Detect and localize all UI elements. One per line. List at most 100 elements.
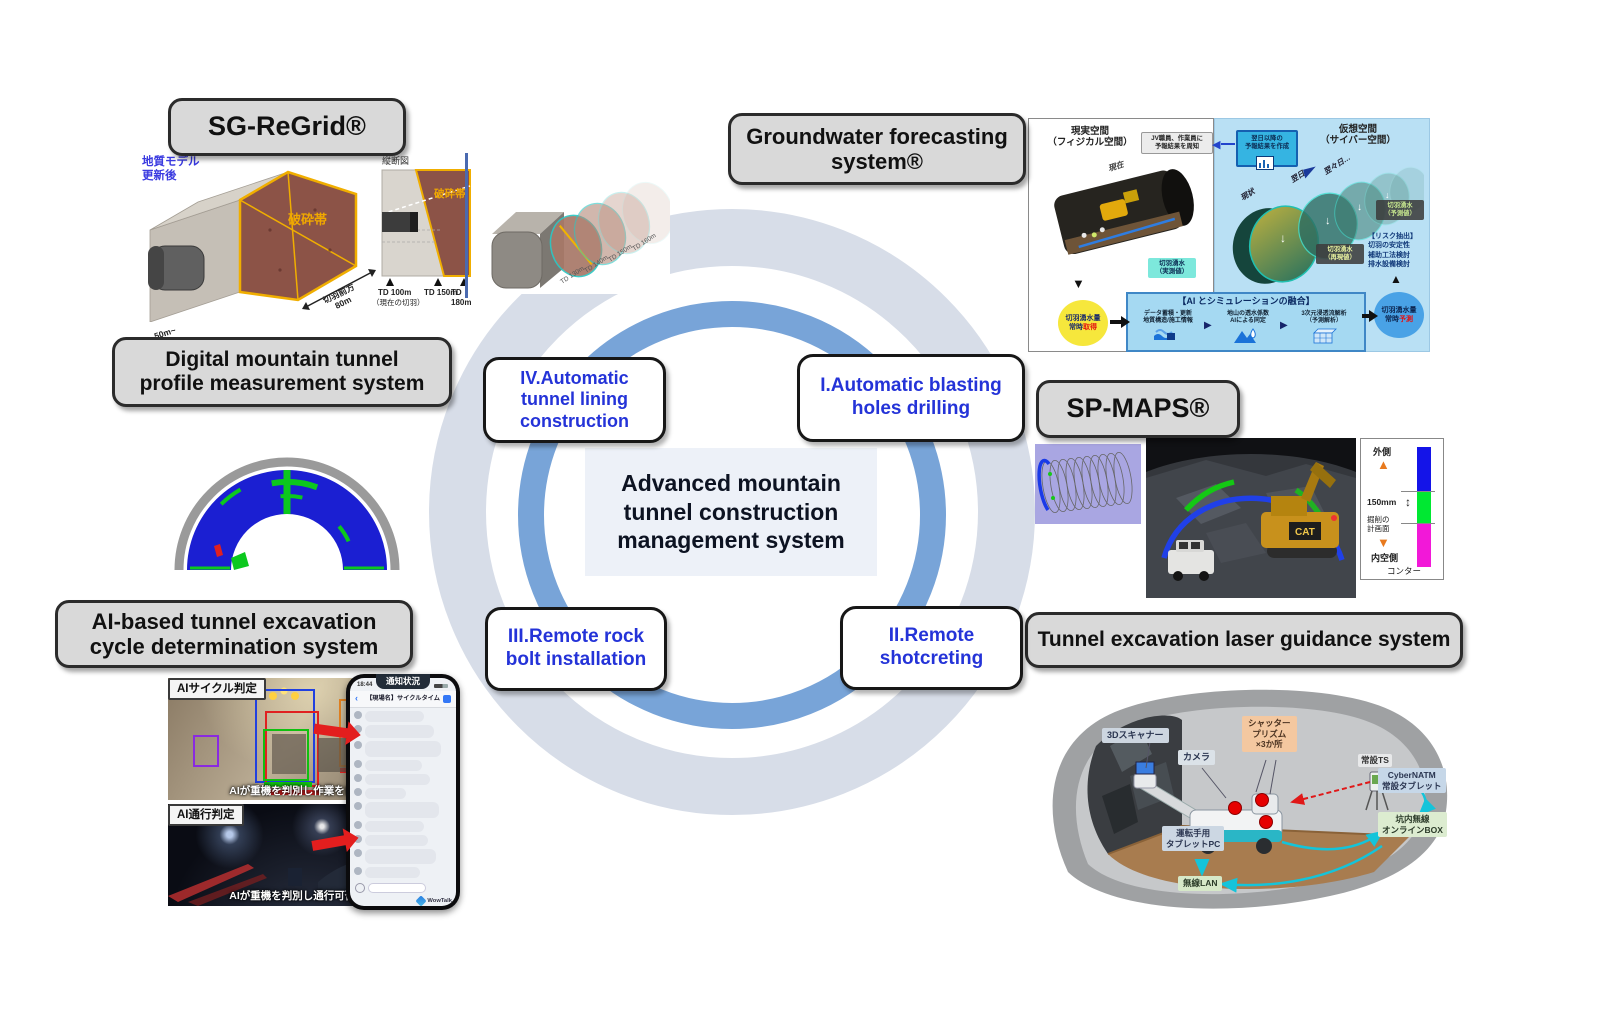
span-arrow-icon: ↕	[1405, 495, 1411, 509]
avatar	[354, 802, 362, 810]
label-digital-profile: Digital mountain tunnel profile measurem…	[112, 337, 452, 407]
section-view-label: 縦断図	[382, 156, 410, 166]
message-bubble	[365, 849, 436, 864]
plus-icon	[355, 883, 365, 893]
chat-message	[354, 802, 452, 818]
message-bubble	[365, 802, 440, 818]
physical-space-title: 現実空間 （フィジカル空間）	[1047, 126, 1133, 149]
tunnel-profile-heatmap-figure	[170, 418, 405, 588]
phone-screen: 18:44 ‹ 【現場名】サイクルタイム	[350, 678, 456, 906]
message-bubble	[365, 711, 424, 722]
legend-bar-blue	[1417, 447, 1431, 491]
scanner-label: 3Dスキャナー	[1102, 728, 1169, 744]
online-box-label: 坑内無線 オンラインBOX	[1378, 812, 1447, 838]
chat-menu-icon	[443, 695, 451, 703]
avatar	[354, 760, 362, 768]
offset-150mm-label: 150mm	[1367, 497, 1397, 507]
fusion-item-2: 地山の透水係数 AIによる同定	[1226, 311, 1269, 325]
plan-face-label: 掘削の 計画面	[1367, 515, 1390, 533]
separator-line	[465, 153, 468, 298]
camera-label: カメラ	[1178, 750, 1216, 766]
signal-icon	[434, 684, 448, 688]
wireframe-rings-graphic	[1037, 451, 1133, 514]
truck-graphic	[1168, 540, 1214, 581]
tunnel-slices-graphic: TD 130m TD 140m TD 150m TD 160m	[478, 176, 675, 294]
phone-status-pill: 通知状況	[375, 674, 431, 689]
arrow-to-predict-circle	[1362, 309, 1378, 322]
svg-text:↓: ↓	[1385, 190, 1390, 200]
inflow-amount-text-2: 切羽湧水量	[1381, 306, 1417, 314]
groundwater-figure: 現実空間 （フィジカル空間） JV職員、作業員に 予報結果を周知 現在 切羽湧水…	[1028, 116, 1430, 354]
td180-label: TD 180m	[451, 288, 472, 307]
message-bubble	[365, 760, 422, 771]
database-wave-icon	[1154, 329, 1175, 340]
laser-guidance-graphic	[1052, 689, 1448, 909]
grid-cube-icon	[1313, 328, 1337, 344]
down-arrow-icon: ▼	[1072, 276, 1085, 291]
always-acquire-text: 常時取得	[1069, 324, 1097, 331]
tunnel-slices-figure: TD 130m TD 140m TD 150m TD 160m	[478, 176, 675, 306]
legend-tick-2	[1401, 523, 1435, 524]
cyber-space-title: 仮想空間 （サイバー空間）	[1320, 124, 1396, 147]
chat-message	[354, 867, 452, 878]
message-bubble	[365, 788, 407, 799]
chat-input-bar	[350, 882, 456, 894]
mountain-droplet-icon	[1234, 328, 1256, 343]
outer-side-label: 外側	[1373, 447, 1392, 457]
ai-cycle-figure: AIが重機を判別し作業を自動判定 AIサイクル判定 重機を識別 AIが重機を判別…	[166, 674, 462, 910]
chat-messages	[350, 708, 456, 881]
fusion-item-1: データ蓄積・更新 地質構造/施工情報	[1143, 311, 1193, 325]
left-arrow-icon: ◀	[1212, 139, 1221, 151]
ai-cycle-label: AIサイクル判定	[168, 678, 266, 701]
arrow-shaft	[1221, 142, 1235, 145]
fusion-item-3: 3次元浸透流解析 （予測解析）	[1301, 311, 1347, 325]
contour-label: コンター	[1387, 566, 1422, 576]
message-bubble	[365, 725, 434, 738]
chat-message	[354, 835, 452, 846]
process-box-rockbolt: III.Remote rock bolt installation	[485, 607, 667, 691]
inflow-amount-text: 切羽湧水量	[1065, 314, 1101, 322]
avatar	[354, 788, 362, 796]
center-title: Advanced mountain tunnel construction ma…	[585, 448, 877, 576]
phone-time: 18:44	[357, 682, 373, 688]
wowtalk-text: WowTalk	[427, 898, 452, 904]
inflow-acquire-circle: 切羽湧水量 常時取得	[1058, 300, 1108, 346]
message-bubble	[365, 835, 428, 846]
geology-model-graphic	[148, 169, 471, 343]
fusion-arrow-2: ▶	[1280, 320, 1288, 331]
chat-message	[354, 760, 452, 771]
avatar	[354, 849, 362, 857]
inner-side-label: 内空側	[1371, 553, 1399, 563]
inflow-predict-circle: 切羽湧水量 常時予測	[1374, 292, 1424, 338]
back-chevron-icon: ‹	[355, 693, 358, 703]
arrow-to-fusion	[1110, 315, 1130, 328]
chat-message	[354, 788, 452, 799]
always-predict-text: 常時予測	[1385, 316, 1413, 323]
fracture-zone-label-2: 破砕帯	[434, 188, 466, 200]
svg-text:↓: ↓	[1280, 231, 1286, 245]
spmaps-legend-figure: 外側 ▲ 150mm ↕ 掘削の 計画面 ▼ 内空側 コンター	[1360, 438, 1444, 580]
td150-label: TD 150m	[424, 288, 458, 297]
orange-down-arrow-icon: ▼	[1377, 535, 1390, 550]
tunnel-face-photo: CAT	[1146, 438, 1356, 598]
avatar	[354, 774, 362, 782]
chat-message	[354, 774, 452, 785]
message-bubble	[365, 821, 424, 832]
message-input	[368, 883, 426, 893]
chat-message	[354, 821, 452, 832]
label-laser-guidance: Tunnel excavation laser guidance system	[1025, 612, 1463, 668]
wowtalk-logo: WowTalk	[415, 895, 452, 906]
chat-message	[354, 711, 452, 722]
spmaps-photo-figure: CAT	[1146, 438, 1356, 598]
up-arrow-icon: ▲	[1390, 272, 1402, 286]
risk-extraction-text: 【リスク抽出】 切羽の安定性 補助工法検討 排水設備検討	[1368, 233, 1417, 269]
chat-message	[354, 725, 452, 738]
predicted-inflow-label: 切羽湧水 （予測値）	[1376, 200, 1424, 220]
legend-bar-magenta	[1417, 523, 1431, 567]
message-bubble	[365, 867, 420, 878]
physical-tunnel-graphic	[1054, 169, 1194, 255]
message-bubble	[365, 741, 442, 757]
tunnel-profile-arch	[174, 457, 400, 571]
smartphone: 18:44 ‹ 【現場名】サイクルタイム	[346, 674, 460, 910]
